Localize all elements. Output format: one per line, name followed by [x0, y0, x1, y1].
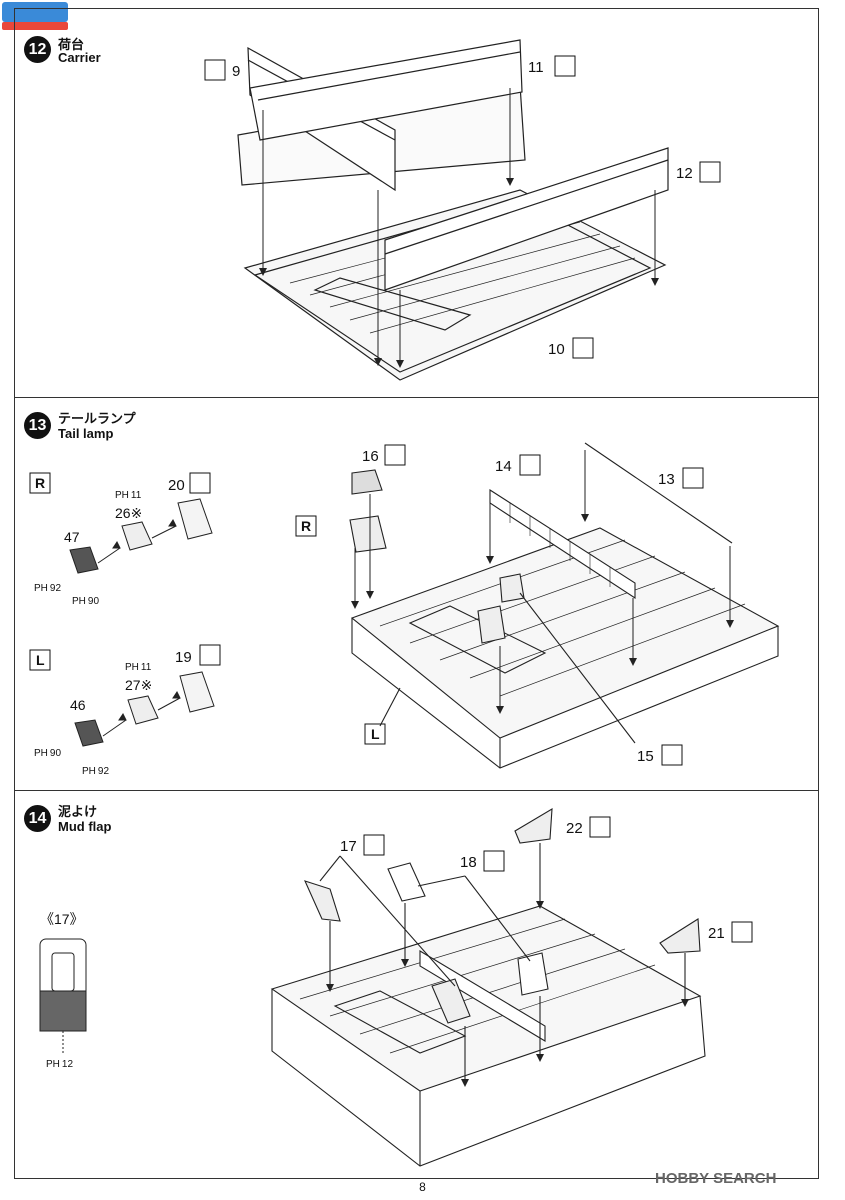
part-number: 22	[566, 820, 583, 837]
part-label-12: 12	[676, 161, 721, 183]
part-icon	[199, 644, 221, 666]
part-icon	[589, 816, 611, 838]
part-label-10: 10	[548, 337, 594, 359]
side-r-label: R	[29, 472, 51, 494]
page-number: 8	[419, 1180, 426, 1194]
side-r-main-label: R	[295, 515, 317, 537]
part-number: 47	[64, 529, 80, 545]
detail-label: 《17》	[40, 911, 84, 927]
step-title-en: Tail lamp	[58, 426, 114, 441]
part-icon	[731, 921, 753, 943]
part-number: 17	[340, 838, 357, 855]
part-number: 27※	[125, 677, 152, 693]
svg-text:R: R	[301, 518, 311, 534]
side-l-label: L	[29, 649, 51, 671]
step-number-badge: 14	[24, 805, 51, 832]
side-l-main-label: L	[364, 723, 386, 745]
page-frame	[14, 8, 819, 1179]
section-divider	[14, 790, 819, 791]
part-number: 26※	[115, 505, 142, 521]
svg-text:R: R	[35, 475, 45, 491]
part-number: 14	[495, 458, 512, 475]
step-title-en: Carrier	[58, 50, 101, 65]
part-number: 11	[528, 59, 544, 76]
part-icon	[682, 467, 704, 489]
watermark: HOBBY SEARCH	[655, 1170, 777, 1187]
part-icon	[189, 472, 211, 494]
step-title-jp: 荷台	[58, 37, 85, 52]
step-number-badge: 12	[24, 36, 51, 63]
part-number: 21	[708, 925, 725, 942]
step-number-badge: 13	[24, 412, 51, 439]
carrier-diagram: 9 11 12 10	[204, 39, 721, 381]
part-number: 9	[232, 63, 240, 80]
part-number: 46	[70, 697, 86, 713]
part-number: 20	[168, 477, 185, 494]
part-number: 12	[676, 165, 693, 182]
part-number: 19	[175, 649, 192, 666]
step-title-en: Mud flap	[58, 819, 112, 834]
step-14-mud-flap: 14 泥よけ Mud flap	[14, 791, 819, 1179]
step-13-tail-lamp: 13 テールランプ Tail lamp	[14, 398, 819, 790]
part-icon	[384, 444, 406, 466]
part-number: 18	[460, 854, 477, 871]
part-number: 13	[658, 471, 675, 488]
section-divider	[14, 397, 819, 398]
step-title-jp: 泥よけ	[58, 804, 98, 819]
mud-flap-detail	[39, 938, 87, 1053]
svg-text:L: L	[371, 726, 380, 742]
part-number: 16	[362, 448, 379, 465]
step-12-carrier: 12 荷台 Carrier	[14, 8, 819, 397]
part-icon	[519, 454, 541, 476]
part-icon	[661, 744, 683, 766]
part-label-11: 11	[528, 55, 576, 77]
part-number: 10	[548, 341, 565, 358]
part-label-9: 9	[204, 59, 240, 81]
part-icon	[483, 850, 505, 872]
part-number: 15	[637, 748, 654, 765]
step-title-jp: テールランプ	[58, 411, 136, 426]
site-logo	[2, 2, 68, 30]
part-icon	[363, 834, 385, 856]
svg-text:L: L	[36, 652, 45, 668]
